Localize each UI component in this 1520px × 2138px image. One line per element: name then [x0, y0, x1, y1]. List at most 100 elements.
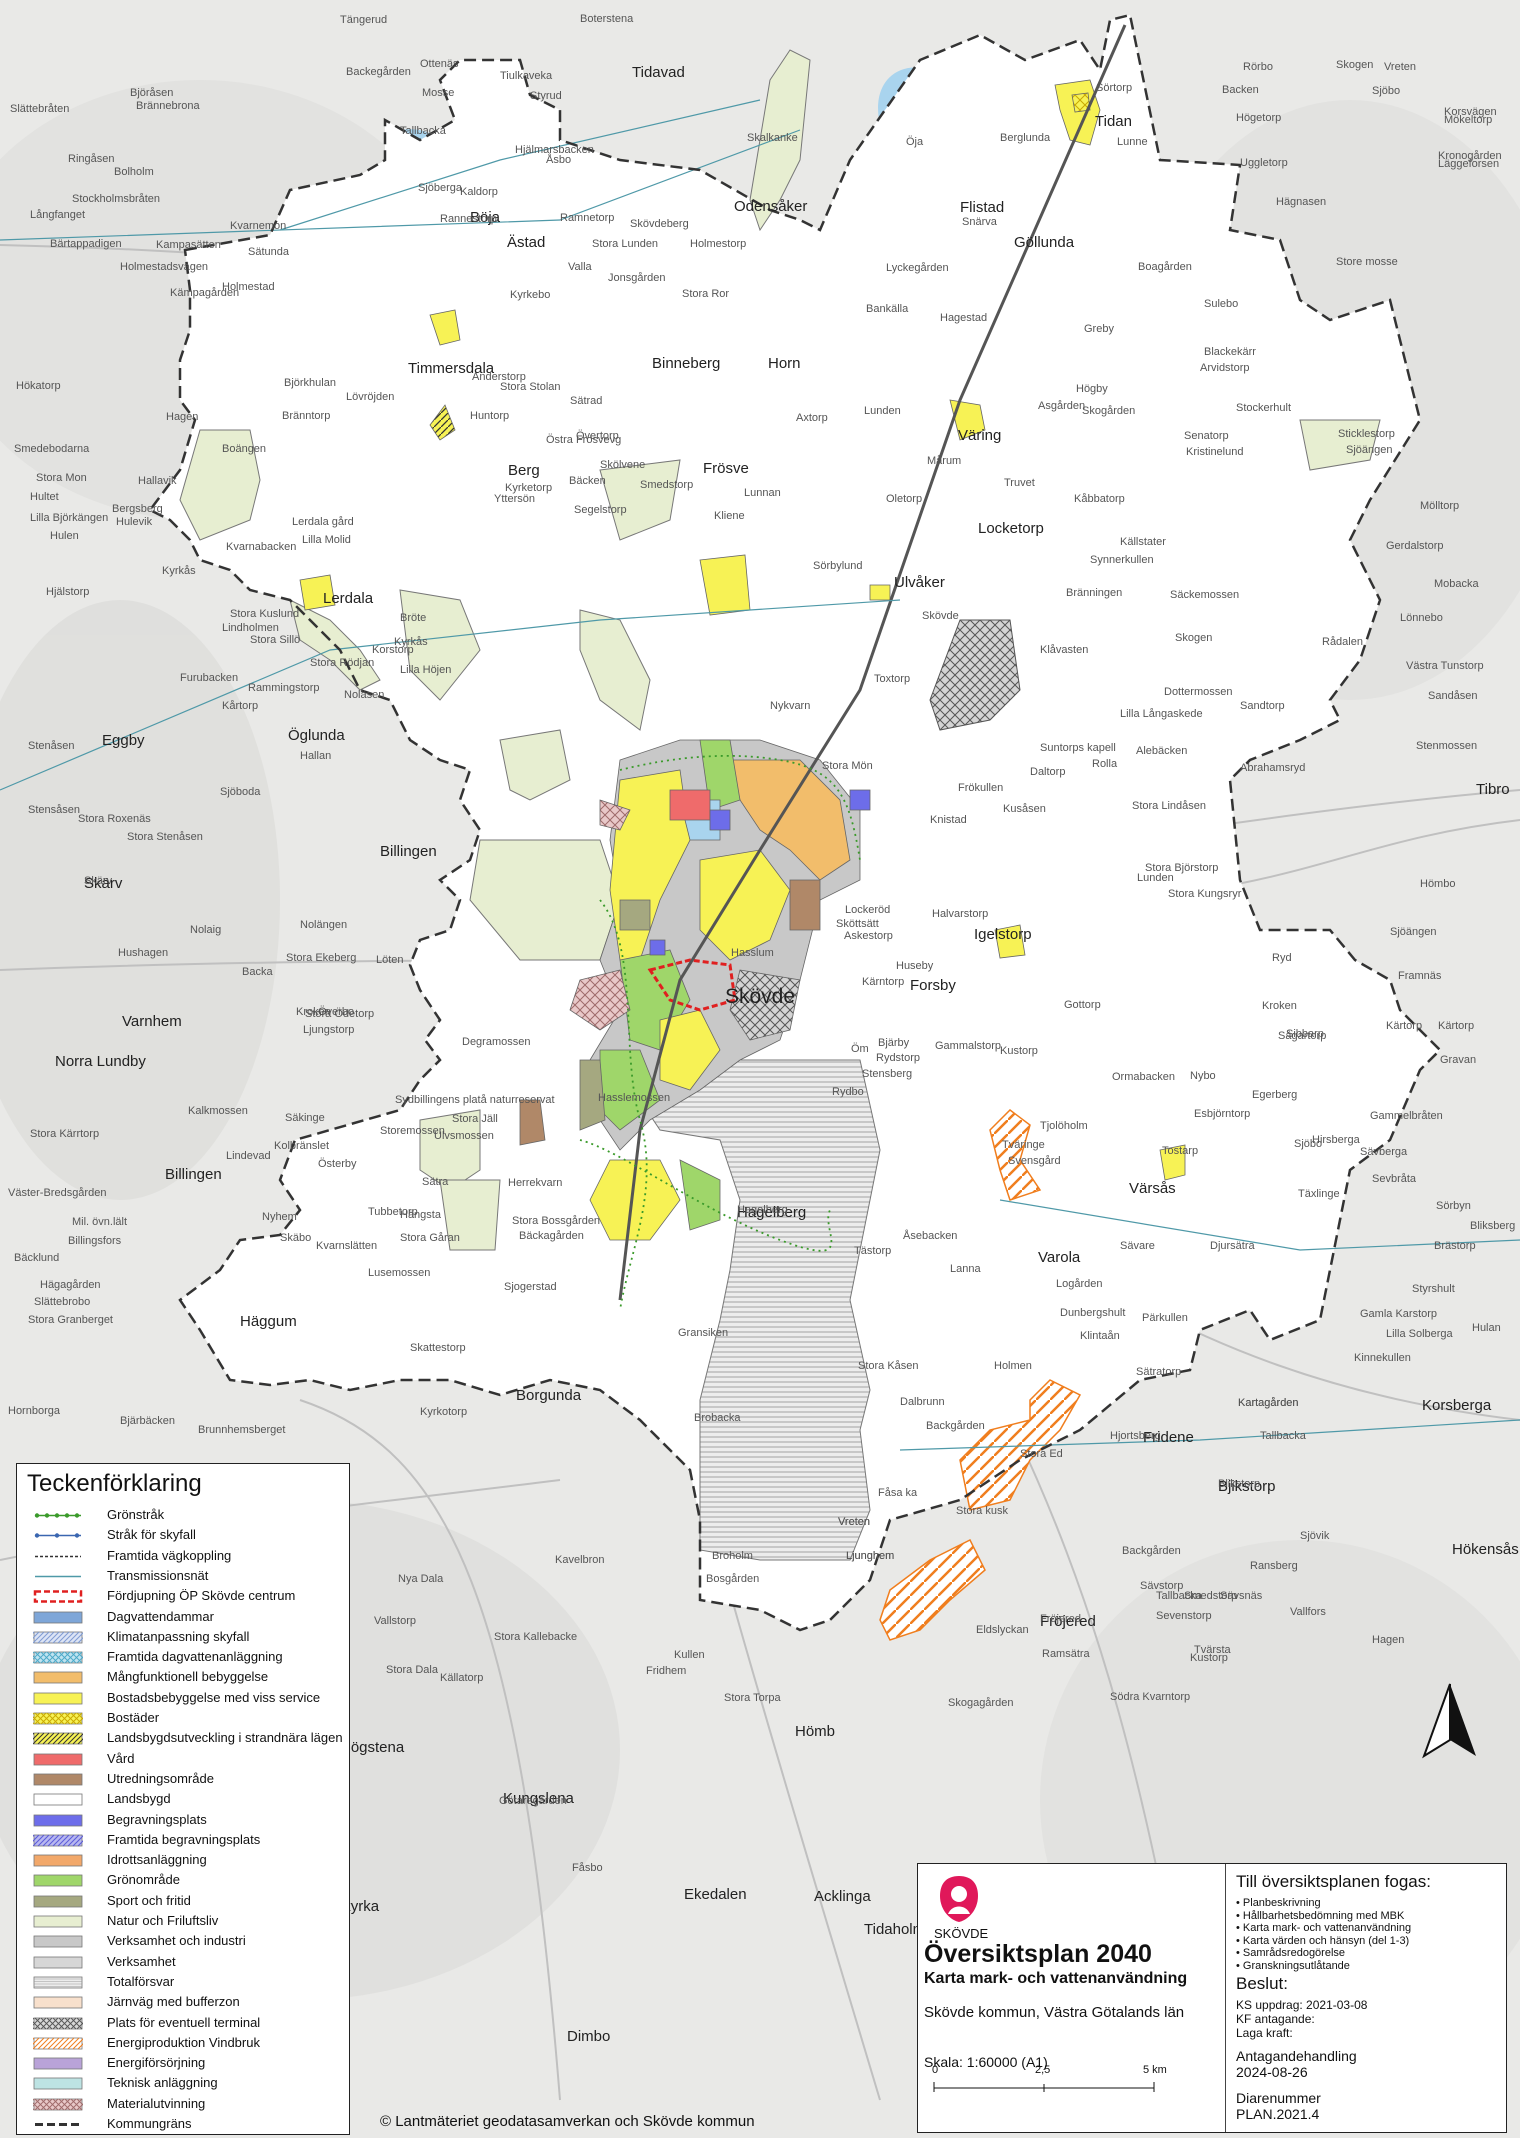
place-label: Kyrkebo	[510, 289, 551, 301]
place-label: Bäckagården	[519, 1230, 584, 1242]
place-label: Skäbo	[280, 1232, 312, 1244]
legend-symbol	[34, 1513, 81, 1518]
place-label: Ransberg	[1250, 1560, 1298, 1572]
place-label: Valla	[568, 261, 592, 273]
place-label: Skogagården	[948, 1697, 1014, 1709]
place-label: Billingen	[165, 1166, 222, 1183]
place-label: Borgunda	[516, 1387, 582, 1404]
place-label: Stenmossen	[1416, 740, 1478, 752]
place-label: Björåsen	[130, 87, 174, 99]
place-label: Väster-Bredsgården	[8, 1187, 107, 1199]
legend-label: Natur och Friluftsliv	[107, 1913, 219, 1928]
place-label: Huseby	[896, 960, 934, 972]
legend-symbol	[33, 1834, 83, 1847]
legend-item: Utredningsområde	[27, 1770, 347, 1790]
place-label: Skogen	[1336, 59, 1374, 71]
place-label: Tvärsta	[1194, 1644, 1231, 1656]
place-label: Toxtorp	[874, 673, 911, 685]
place-label: Sevenstorp	[1156, 1610, 1212, 1622]
place-label: Kärntorp	[862, 976, 905, 988]
place-label: Bärtappadigen	[50, 238, 122, 250]
place-label: Furubacken	[180, 672, 239, 684]
place-label: Tidaholm	[864, 1921, 926, 1938]
place-label: Högetorp	[1236, 112, 1282, 124]
legend-label: Sport och fritid	[107, 1892, 191, 1908]
place-label: Sjöboda	[220, 786, 261, 798]
place-label: Hjortsberg	[1110, 1430, 1161, 1442]
place-label: Binneberg	[652, 355, 721, 372]
skovde-logo-icon	[940, 1876, 978, 1922]
place-label: Dottermossen	[1164, 686, 1233, 698]
legend-item: Verksamhet och industri	[27, 1932, 347, 1952]
place-label: Sköttsätt	[836, 918, 879, 930]
place-label: Kolbränslet	[274, 1140, 330, 1152]
place-label: Stenåsen	[28, 740, 75, 752]
place-label: Hulan	[1472, 1322, 1501, 1334]
place-label: Suntorps kapell	[1040, 742, 1116, 754]
place-label: Fåsa ka	[878, 1487, 918, 1499]
place-label: Hirsberga	[1312, 1134, 1360, 1146]
place-label: Lyckegården	[886, 262, 949, 274]
place-label: Sörbyn	[1436, 1200, 1471, 1212]
legend-symbol	[33, 1854, 83, 1867]
place-label: Åsbo	[546, 154, 572, 166]
place-label: Stora Ror	[682, 288, 730, 300]
place-label: Igelstorp	[974, 926, 1032, 943]
place-label: Rannestorp	[440, 213, 497, 225]
place-label: Stora Ekeberg	[286, 952, 357, 964]
place-label: Stora Bossgården	[512, 1215, 601, 1227]
place-label: Bäcklund	[14, 1252, 60, 1264]
place-label: Fröjered	[1040, 1613, 1081, 1625]
place-label: Lunden	[1137, 872, 1174, 884]
place-label: Hagen	[166, 411, 199, 423]
place-label: Fåsbo	[572, 1862, 603, 1874]
place-label: Södra Kvarntorp	[1110, 1691, 1191, 1703]
legend-item: Landsbygd	[27, 1790, 347, 1810]
place-label: Skövdeberg	[630, 218, 689, 230]
place-label: Slättebråten	[10, 103, 70, 115]
diary-label: Diarenummer	[1236, 2090, 1321, 2106]
place-label: Sörtorp	[1096, 82, 1133, 94]
legend-symbol	[33, 1895, 83, 1908]
status-date: 2024-08-26	[1236, 2064, 1308, 2080]
place-label: Stora Stenåsen	[127, 831, 203, 843]
legend-symbol	[33, 2037, 83, 2050]
place-label: Kroken	[296, 1006, 331, 1018]
place-label: Sörbylund	[813, 560, 863, 572]
place-label: Stora Kåsen	[858, 1360, 919, 1372]
legend-label: Framtida vägkoppling	[107, 1547, 232, 1563]
appendix-item: • Planbeskrivning	[1236, 1897, 1321, 1909]
legend-item: Stråk för skyfall	[27, 1526, 347, 1546]
place-label: Egerberg	[1252, 1089, 1298, 1101]
legend-label: Energiförsörjning	[107, 2055, 206, 2071]
legend-label: Mångfunktionell bebyggelse	[107, 1669, 269, 1685]
copyright-notice: © Lantmäteriet geodatasamverkan och Sköv…	[380, 2113, 755, 2130]
place-label: Hornborga	[8, 1405, 60, 1417]
place-label: Ulvsmossen	[434, 1130, 494, 1142]
place-label: Berg	[508, 462, 540, 479]
legend-label: Framtida dagvattenanläggning	[107, 1649, 283, 1665]
place-label: Herrekvarn	[508, 1177, 563, 1189]
legend-item: Energiproduktion Vindbruk	[27, 2034, 347, 2054]
place-label: Skattestorp	[410, 1342, 466, 1354]
place-label: Backen	[1222, 84, 1259, 96]
place-label: Övertorp	[576, 430, 619, 442]
legend-symbol	[35, 1555, 81, 1557]
place-label: Kåbbatorp	[1074, 493, 1125, 505]
legend-label: Idrottsanläggning	[107, 1852, 207, 1868]
place-label: Knistad	[930, 814, 967, 826]
legend-symbol	[33, 1590, 83, 1603]
place-label: Hallan	[300, 750, 332, 762]
place-label: Forsby	[910, 977, 956, 994]
place-label: Högby	[1076, 383, 1108, 395]
legend-label: Dagvattendammar	[107, 1608, 214, 1624]
place-label: Kartagården	[1238, 1397, 1299, 1409]
place-label: Eggby	[102, 732, 145, 749]
legend-symbol	[34, 1533, 81, 1538]
place-label: Brännebrona	[136, 100, 200, 112]
place-label: Kristinelund	[1186, 446, 1244, 458]
place-label: Stora Mön	[822, 760, 873, 772]
place-label: Tidan	[1095, 113, 1132, 130]
place-label: Smedebodarna	[14, 443, 90, 455]
place-label: Lockeröd	[845, 904, 891, 916]
